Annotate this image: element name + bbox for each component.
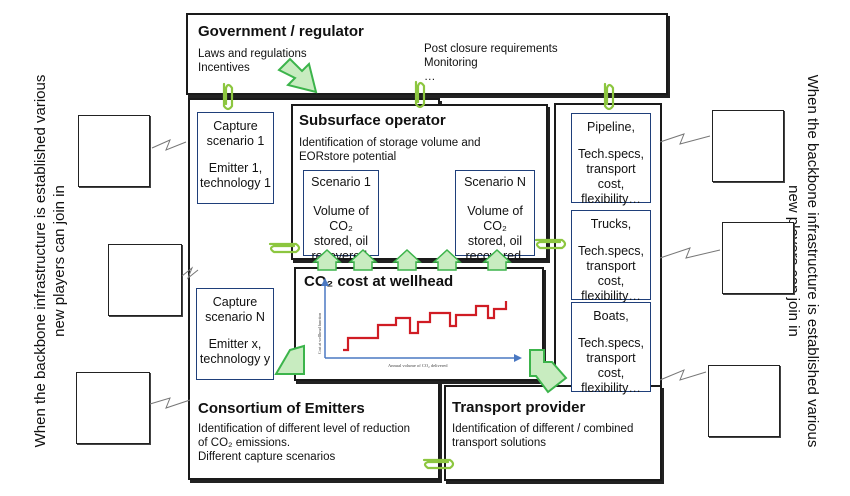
up-arrow-icon: [432, 248, 462, 271]
transport-provider-panel: Transport provider Identification of dif…: [444, 385, 662, 481]
paperclip-icon: [422, 458, 455, 470]
transport-option-line: Tech.specs,: [577, 244, 644, 258]
capture-line: Capture: [213, 119, 258, 133]
paperclip-icon: [414, 80, 426, 109]
capture-line: scenario 1: [206, 134, 265, 148]
up-arrow-icon: [348, 248, 378, 271]
up-arrows: [312, 248, 512, 271]
scenario-line: Volume of CO₂: [467, 204, 523, 233]
new-player-box-left-1: [78, 115, 150, 187]
scenario-name: Scenario N: [464, 175, 526, 189]
up-arrow-icon: [312, 248, 342, 271]
chart-to-transport-arrow-icon: [529, 349, 568, 394]
transport-line: Identification of different / combined: [452, 423, 634, 435]
x-axis-arrowhead: [514, 354, 522, 362]
scenario-n-box: Scenario N Volume of CO₂ stored, oil rec…: [455, 170, 535, 263]
scenario-line: stored, oil: [313, 234, 369, 248]
government-panel: Government / regulator Laws and regulati…: [186, 13, 668, 95]
transport-line: transport solutions: [452, 437, 546, 449]
x-axis-label: Annual volume of CO₂ delivered: [388, 363, 448, 368]
paperclip-icon: [603, 82, 615, 111]
y-axis-arrowhead: [321, 278, 329, 286]
capture-line: technology 1: [200, 176, 271, 190]
zigzag-connector: [659, 247, 721, 259]
co2-cost-panel: CO₂ cost at wellhead: [294, 267, 544, 381]
government-line: Incentives: [198, 62, 250, 74]
capture-scenario-n-box: Capture scenario N Emitter x, technology…: [196, 288, 274, 380]
transport-option-boats: Boats, Tech.specs, transport cost, flexi…: [571, 302, 651, 395]
paperclip-icon: [534, 238, 567, 250]
transport-option-line: transport cost,: [586, 259, 636, 288]
zigzag-connector: [181, 266, 199, 280]
capture-line: scenario N: [205, 310, 265, 324]
up-arrow-icon: [482, 248, 512, 271]
government-line: Post closure requirements: [424, 43, 558, 55]
consortium-line: Different capture scenarios: [198, 451, 336, 463]
up-arrow-icon: [392, 248, 422, 271]
government-line: Laws and regulations: [198, 48, 307, 60]
transport-option-pipeline: Pipeline, Tech.specs, transport cost, fl…: [571, 113, 651, 206]
transport-option-line: transport cost,: [586, 162, 636, 191]
transport-option-line: flexibility…: [581, 289, 641, 303]
zigzag-connector: [149, 397, 191, 409]
cost-chart-axes: Cost at wellhead function Annual volume …: [317, 278, 522, 368]
capture-line: Emitter 1,: [208, 161, 263, 175]
scenario-line: Volume of CO₂: [313, 204, 369, 233]
capture-line: technology y: [199, 352, 271, 366]
transport-option-line: Tech.specs,: [577, 147, 644, 161]
transport-option-line: Pipeline,: [587, 120, 635, 134]
consortium-line: of CO₂ emissions.: [198, 437, 291, 449]
transport-option-line: flexibility…: [581, 192, 641, 206]
transport-option-line: transport cost,: [586, 351, 636, 380]
scenario-line: stored, oil: [467, 234, 523, 248]
government-title: Government / regulator: [198, 23, 364, 40]
transport-option-line: Boats,: [593, 309, 629, 323]
government-line: …: [424, 71, 436, 83]
zigzag-connector: [659, 133, 711, 145]
government-to-subsurface-arrow-icon: [277, 57, 318, 94]
paperclip-icon: [268, 242, 301, 254]
new-player-box-right-1: [712, 110, 784, 182]
y-axis-label: Cost at wellhead function: [317, 313, 322, 354]
subsurface-desc: Identification of storage volume and EOR…: [299, 137, 481, 163]
zigzag-connector: [151, 139, 187, 151]
capture-scenario-1-box: Capture scenario 1 Emitter 1, technology…: [197, 112, 274, 204]
new-player-box-left-2: [108, 244, 182, 316]
new-player-box-left-3: [76, 372, 150, 444]
transport-option-line: Trucks,: [590, 217, 632, 231]
co2-cost-title: CO₂ cost at wellhead: [304, 273, 454, 290]
transport-title: Transport provider: [452, 399, 586, 416]
zigzag-connector: [659, 369, 707, 381]
new-player-box-right-3: [708, 365, 780, 437]
capture-line: Emitter x,: [208, 337, 262, 351]
consortium-line: Identification of different level of red…: [198, 423, 411, 435]
paperclip-icon: [222, 82, 234, 111]
new-player-box-right-2: [722, 222, 794, 294]
transport-option-line: Tech.specs,: [577, 336, 644, 350]
transport-option-line: flexibility…: [581, 381, 641, 395]
scenario-name: Scenario 1: [311, 175, 371, 189]
capture-line: Capture: [212, 295, 258, 309]
subsurface-title: Subsurface operator: [299, 112, 446, 129]
cost-step-line: [343, 301, 508, 352]
consortium-title: Consortium of Emitters: [198, 400, 365, 417]
emitters-to-chart-arrow-icon: [274, 344, 305, 375]
government-line: Monitoring: [424, 57, 478, 69]
transport-option-trucks: Trucks, Tech.specs, transport cost, flex…: [571, 210, 651, 303]
